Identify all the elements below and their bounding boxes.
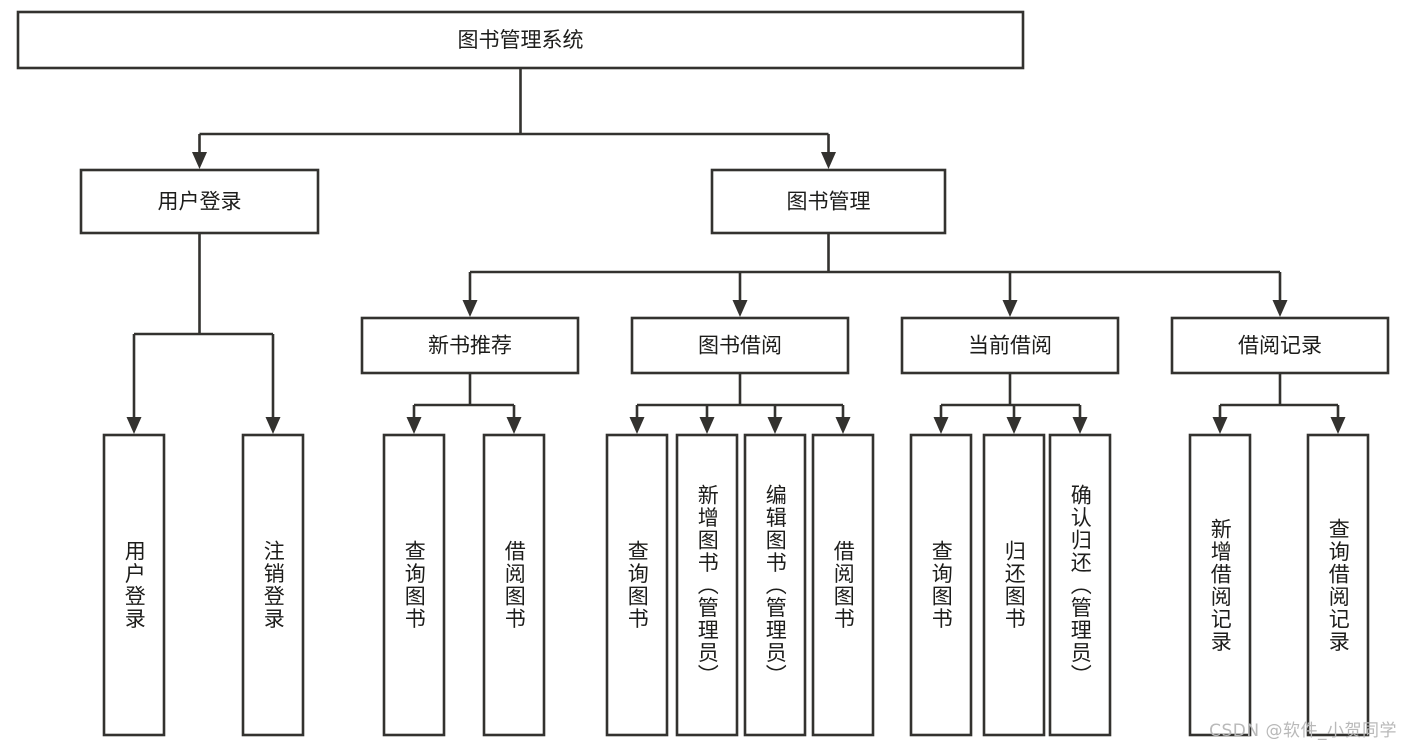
node-box-book-borrow[interactable] [630,316,850,375]
node-box-root[interactable] [16,10,1025,70]
node-box-leaf-borrow-book-1[interactable] [482,433,546,737]
arrow-head-icon [629,417,645,434]
node-box-leaf-query-book-1[interactable] [382,433,446,737]
arrow-head-icon [732,300,748,317]
arrow-head-icon [835,417,851,434]
node-box-current-borrow[interactable] [900,316,1120,375]
arrow-head-icon [192,152,207,169]
node-label-book-manage: 图书管理 [787,190,871,214]
node-box-leaf-query-record[interactable] [1306,433,1370,737]
arrow-head-icon [462,300,478,317]
arrow-head-icon [1072,417,1088,434]
node-label-book-borrow: 图书借阅 [698,334,782,358]
arrow-head-icon [699,417,715,434]
arrow-head-icon [506,417,522,434]
arrow-head-icon [406,417,422,434]
node-box-leaf-add-book[interactable] [675,433,739,737]
node-box-book-manage[interactable] [710,168,947,235]
arrow-head-icon [767,417,783,434]
arrow-head-icon [821,152,836,169]
arrow-head-icon [1006,417,1022,434]
node-box-leaf-logout[interactable] [241,433,305,737]
node-box-leaf-return-book[interactable] [982,433,1046,737]
node-box-borrow-record[interactable] [1170,316,1390,375]
node-box-new-book-recommend[interactable] [360,316,580,375]
node-label-user-login: 用户登录 [158,190,242,214]
connectors-layer [126,68,1346,434]
watermark-text: CSDN @软件_小贺同学 [1209,721,1397,741]
node-box-leaf-add-record[interactable] [1188,433,1252,737]
node-box-user-login[interactable] [79,168,320,235]
arrow-head-icon [126,417,142,434]
nodes-layer [16,10,1390,737]
arrow-head-icon [265,417,281,434]
arrow-head-icon [1002,300,1018,317]
node-box-leaf-edit-book[interactable] [743,433,807,737]
arrow-head-icon [1212,417,1228,434]
arrow-head-icon [933,417,949,434]
arrow-head-icon [1272,300,1288,317]
arrow-head-icon [1330,417,1346,434]
node-box-leaf-query-book-2[interactable] [605,433,669,737]
node-box-leaf-query-book-3[interactable] [909,433,973,737]
node-label-current-borrow: 当前借阅 [968,334,1052,358]
node-box-leaf-user-login[interactable] [102,433,166,737]
node-label-new-book-recommend: 新书推荐 [428,334,512,358]
node-label-root: 图书管理系统 [458,28,584,52]
node-label-borrow-record: 借阅记录 [1238,334,1322,358]
node-box-leaf-borrow-book-2[interactable] [811,433,875,737]
node-box-leaf-confirm-return[interactable] [1048,433,1112,737]
